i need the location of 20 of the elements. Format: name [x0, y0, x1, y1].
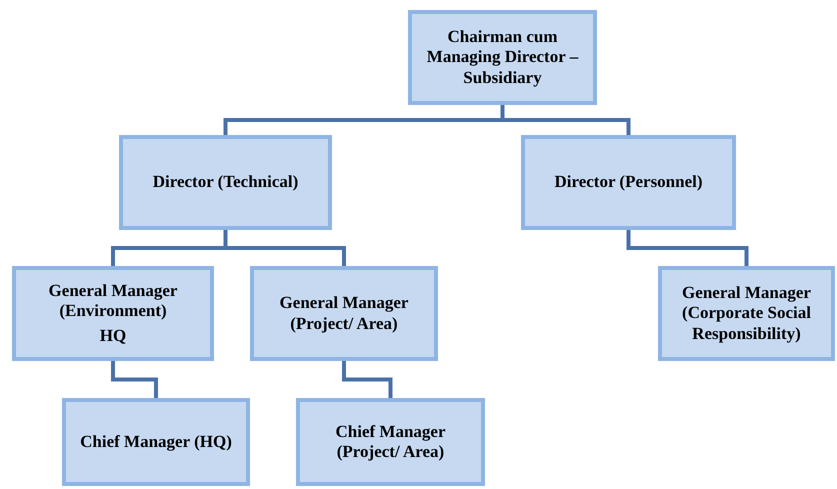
org-box	[62, 398, 250, 486]
org-box	[296, 398, 485, 486]
box-title: General Manager (Corporate Social Responsibility)	[681, 282, 812, 344]
org-box	[12, 266, 214, 361]
org-box	[521, 135, 736, 230]
org-box	[408, 10, 597, 105]
connector-line	[342, 361, 392, 398]
box-title: Director (Technical)	[152, 172, 298, 193]
connector-line	[111, 361, 158, 398]
org-box	[119, 135, 332, 230]
box-title: HQ	[100, 326, 126, 346]
box-title: Director (Personnel)	[554, 172, 703, 193]
box-title: General Manager (Environment)	[48, 280, 178, 322]
box-title: Chief Manager (Project/ Area)	[334, 422, 446, 462]
org-box	[250, 266, 438, 361]
org-box	[658, 266, 835, 361]
connector-line	[626, 230, 748, 266]
box-title: Chief Manager (HQ)	[80, 432, 232, 452]
box-title: Chairman cum Managing Director – Subsidiary	[426, 26, 580, 88]
box-title: General Manager (Project/ Area)	[278, 293, 410, 334]
